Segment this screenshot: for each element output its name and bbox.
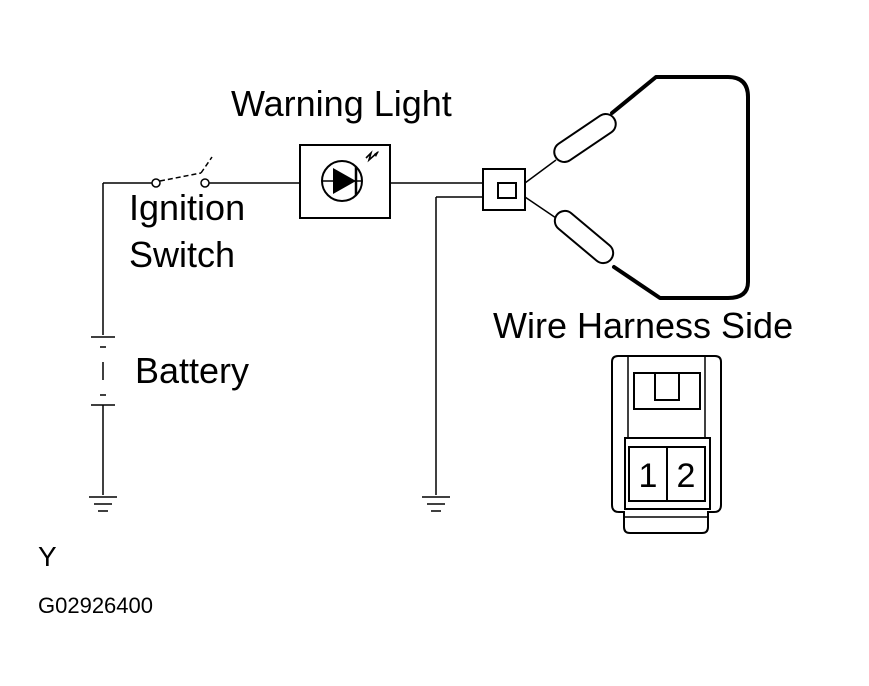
switch-label: Switch <box>129 234 235 275</box>
connector-ground-icon <box>422 496 450 512</box>
wire-harness-side-label: Wire Harness Side <box>493 305 793 346</box>
battery-ground-icon <box>89 496 117 512</box>
ignition-switch-icon <box>151 156 300 188</box>
battery-circuit <box>91 182 152 495</box>
warning-light-label: Warning Light <box>231 83 452 124</box>
jumper-wire-icon <box>524 75 750 300</box>
harness-connector-face-icon <box>611 355 722 534</box>
pin-label-1: 1 <box>639 457 658 495</box>
warning-light-icon <box>299 144 483 219</box>
figure-code: G02926400 <box>38 593 153 618</box>
pin-label-2: 2 <box>677 457 696 495</box>
test-connector-icon <box>435 168 526 495</box>
ignition-label: Ignition <box>129 187 245 228</box>
corner-letter: Y <box>38 541 57 572</box>
battery-label: Battery <box>135 350 249 391</box>
